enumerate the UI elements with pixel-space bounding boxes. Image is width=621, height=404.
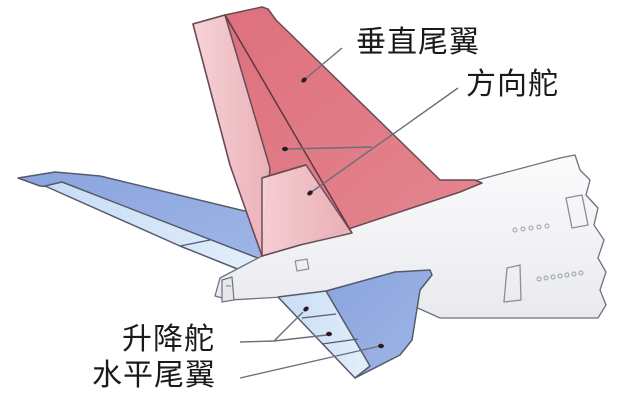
label-horizontal-stabilizer: 水平尾翼: [92, 358, 216, 393]
leader-dots: [282, 77, 384, 349]
label-rudder: 方向舵: [466, 67, 559, 102]
label-elevator: 升降舵: [122, 322, 215, 357]
near-horizontal-stabilizer: [277, 269, 433, 379]
vertical-stabilizer: [192, 6, 483, 257]
label-vertical-stabilizer: 垂直尾翼: [356, 25, 480, 60]
fuselage: [214, 154, 607, 319]
far-horizontal-stabilizer: [17, 171, 291, 271]
leader-lines: [239, 47, 459, 379]
